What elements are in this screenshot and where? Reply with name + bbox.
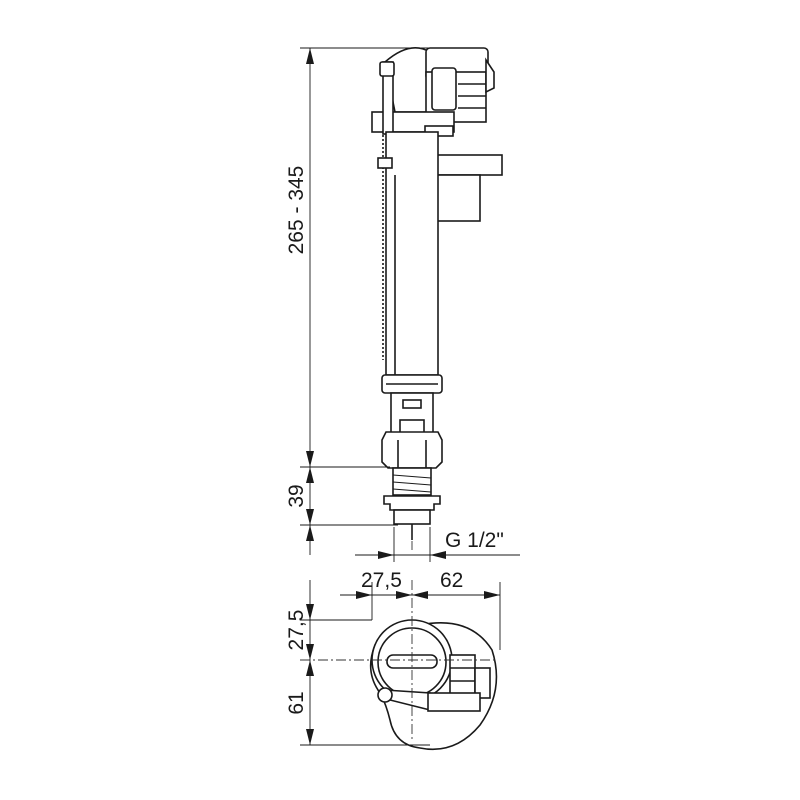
dim-plan-top-offset: 27,5 (285, 610, 308, 651)
valve-side-view (371, 46, 503, 550)
dim-thread-size: G 1/2" (445, 529, 504, 552)
dim-total-height: 265 - 345 (285, 166, 308, 255)
dim-thread-length: 39 (285, 484, 308, 507)
plan-dimensions: 27,5 62 27,5 61 (285, 569, 501, 746)
valve-plan-view (369, 619, 498, 751)
dim-plan-right-width: 62 (440, 569, 463, 592)
side-dimensions: 265 - 345 39 G 1/2" (285, 47, 520, 562)
dim-plan-bottom-depth: 61 (285, 691, 308, 714)
dim-plan-left-offset: 27,5 (361, 569, 402, 592)
